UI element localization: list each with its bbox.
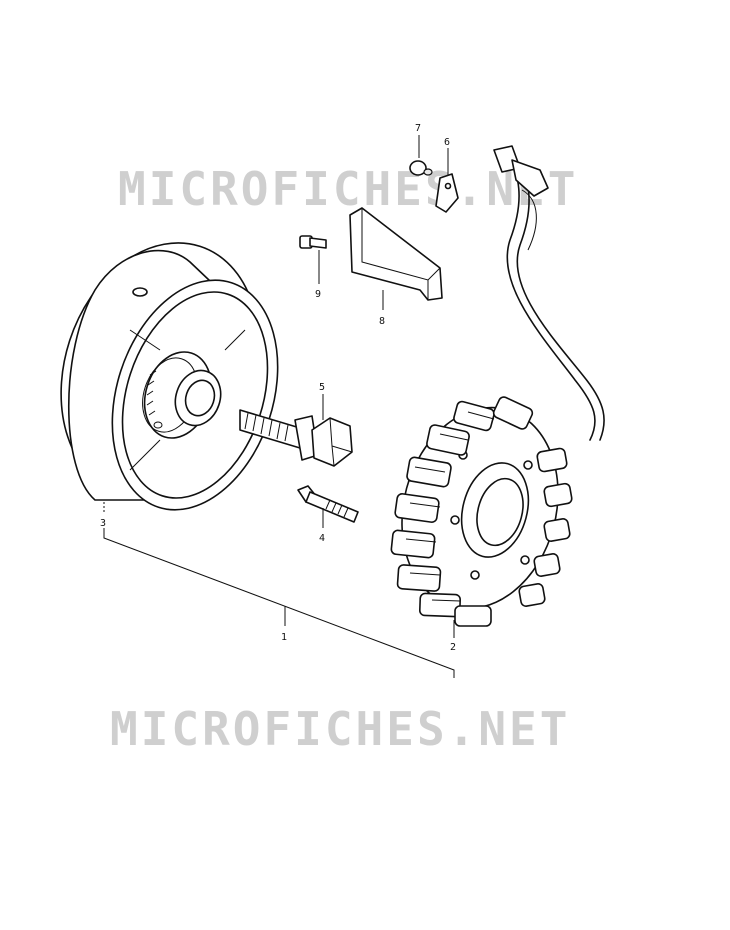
stator-assembly [390, 145, 605, 627]
watermark-top: MICROFICHES.NET [118, 162, 578, 216]
callout-7: 7 [415, 123, 421, 134]
cover-bolt [299, 235, 327, 249]
wire-clamp [435, 173, 459, 213]
callout-5: 5 [319, 382, 325, 393]
rotor-flywheel [60, 242, 279, 511]
callout-2: 2 [450, 642, 456, 653]
stator-coils [390, 396, 573, 627]
callout-4: 4 [319, 533, 325, 544]
callout-3: 3 [100, 518, 106, 529]
leader-lines [103, 135, 455, 678]
grommet [409, 160, 433, 176]
watermark-bottom: MICROFICHES.NET [110, 702, 570, 756]
lead-wire-cover [349, 207, 443, 301]
callout-8: 8 [379, 316, 385, 327]
callout-9: 9 [315, 289, 321, 300]
callout-6: 6 [444, 137, 450, 148]
callout-1: 1 [281, 632, 287, 643]
stator-screw [297, 485, 359, 523]
rotor-bolt [239, 409, 353, 467]
